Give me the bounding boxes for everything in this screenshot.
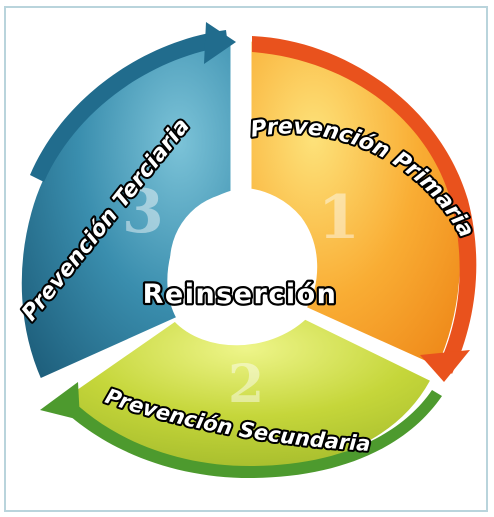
segment-3-terciaria: 3 <box>18 22 236 382</box>
segment-1-number: 1 <box>318 183 360 253</box>
segment-2-number: 2 <box>228 354 264 415</box>
frame-border <box>4 6 488 512</box>
segment-1-primaria: 1 <box>248 36 477 382</box>
segment-3-number: 3 <box>122 177 164 247</box>
arrow-head-green-icon <box>40 382 80 420</box>
center-label: Reinserción <box>143 279 338 310</box>
arrow-head-orange-icon <box>420 350 470 382</box>
segment-2-secundaria: 2 <box>40 316 442 478</box>
center-hub <box>170 192 310 332</box>
arrow-head-blue-icon <box>204 22 236 64</box>
